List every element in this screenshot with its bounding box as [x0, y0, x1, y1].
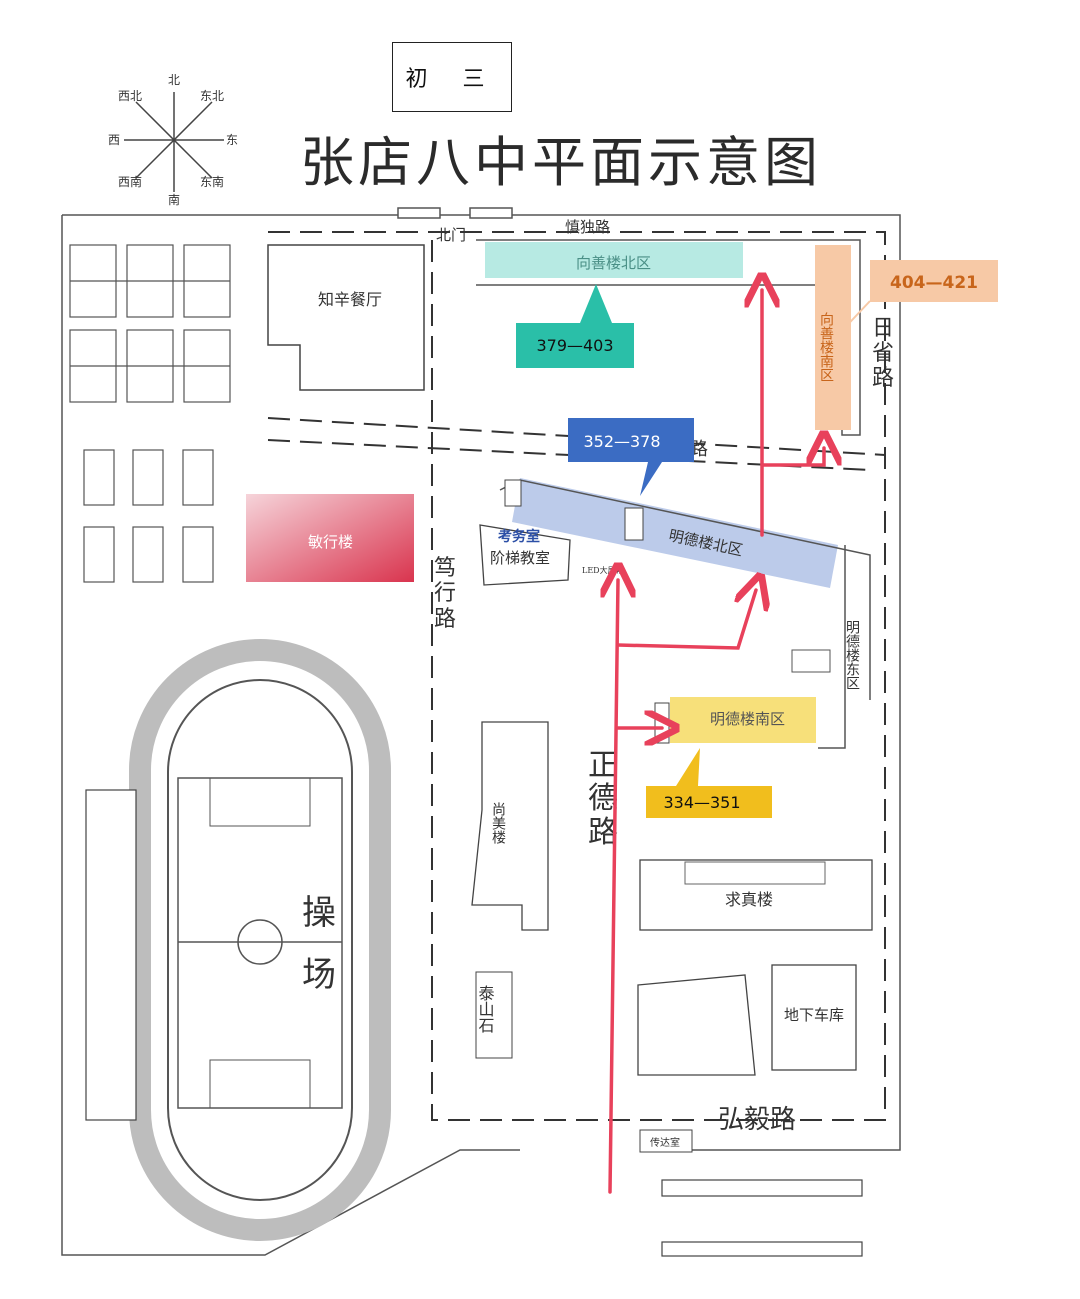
guard-label: 传达室	[650, 1136, 680, 1149]
callout-mingde-north-text: 352—378	[583, 432, 660, 451]
compass-south: 南	[168, 192, 180, 207]
callout-xiangshan-north-text: 379—403	[536, 336, 613, 355]
road-hongyi-label: 弘毅路	[718, 1105, 796, 1135]
shangmei-label: 尚美楼	[490, 802, 506, 844]
compass-southwest: 西南	[118, 174, 142, 189]
exam-office-label: 考务室	[498, 528, 540, 545]
taishan-stone: 泰山石	[475, 971, 513, 1059]
qiuzhen-building: 求真楼	[639, 859, 873, 931]
running-track	[129, 639, 391, 1241]
garage-building: 地下车库	[771, 964, 857, 1071]
road-duxing-2: 行	[434, 581, 456, 606]
mingde-south-label: 明德楼南区	[710, 710, 785, 728]
compass-east: 东	[226, 133, 238, 147]
small-courts	[83, 449, 214, 583]
xiangshan-south-building: 向善楼南区	[815, 245, 851, 430]
shangmei-building: 尚美楼	[471, 721, 549, 931]
guard-room: 传达室	[639, 1129, 693, 1153]
map-title: 张店八中平面示意图	[300, 131, 822, 194]
south-annex	[637, 974, 756, 1076]
playground-1: 操	[302, 893, 336, 933]
road-zhengde-2: 德	[588, 781, 618, 816]
callout-xiangshan-north: 379—403	[516, 284, 634, 368]
campus-boundary	[61, 207, 901, 1256]
compass-west: 西	[108, 133, 120, 147]
road-shendu-label: 慎独路	[565, 218, 610, 236]
mingde-north-building: 明德楼北区	[499, 478, 871, 700]
compass-northeast: 东北	[200, 89, 224, 103]
grandstand	[85, 789, 137, 1121]
road-risheng-3: 路	[872, 366, 894, 391]
minxing-building: 敏行楼	[246, 494, 414, 582]
playground-2: 场	[302, 955, 336, 995]
callout-xiangshan-south-text: 404—421	[890, 273, 978, 293]
minxing-label: 敏行楼	[308, 533, 353, 551]
road-duxing-3: 路	[434, 607, 456, 632]
compass-rose	[124, 92, 224, 192]
compass-north: 北	[168, 73, 180, 87]
north-gate-label: 北门	[436, 226, 466, 244]
qiuzhen-label: 求真楼	[725, 890, 773, 909]
road-middle-suffix: 路	[690, 439, 708, 460]
basketball-courts	[69, 244, 231, 403]
callout-mingde-south-text: 334—351	[663, 793, 740, 812]
callout-xiangshan-south: 404—421	[837, 260, 998, 336]
taishan-label: 泰山石	[476, 985, 495, 1033]
xiangshan-north-label: 向善楼北区	[576, 254, 651, 272]
mingde-east-building: 明德楼东区	[791, 545, 860, 749]
compass-southeast: 东南	[200, 174, 224, 189]
mingde-east-label: 明德楼东区	[844, 620, 860, 690]
road-risheng-2: 省	[872, 341, 894, 366]
lecture-hall-label: 阶梯教室	[490, 549, 550, 567]
callout-mingde-south: 334—351	[646, 748, 772, 818]
grade-label: 初 三	[392, 42, 512, 112]
route-arrows	[610, 290, 824, 1194]
road-duxing-1: 笃	[434, 556, 456, 581]
road-risheng-1: 日	[872, 316, 894, 341]
fence-south	[661, 1179, 863, 1257]
garage-label: 地下车库	[784, 1006, 844, 1024]
canteen-building: 知辛餐厅	[267, 244, 425, 391]
xiangshan-north-building: 向善楼北区	[476, 239, 861, 436]
xiangshan-south-label: 向善楼南区	[818, 312, 834, 382]
canteen-label: 知辛餐厅	[318, 290, 382, 309]
road-zhengde-1: 正	[588, 748, 618, 783]
led-label: LED大屏幕	[582, 565, 624, 575]
lecture-hall-building: 考务室 阶梯教室 LED大屏幕	[479, 524, 624, 586]
compass-northwest: 西北	[118, 89, 142, 103]
mingde-south-building: 明德楼南区	[654, 697, 816, 744]
callout-mingde-north: 352—378	[568, 418, 694, 496]
